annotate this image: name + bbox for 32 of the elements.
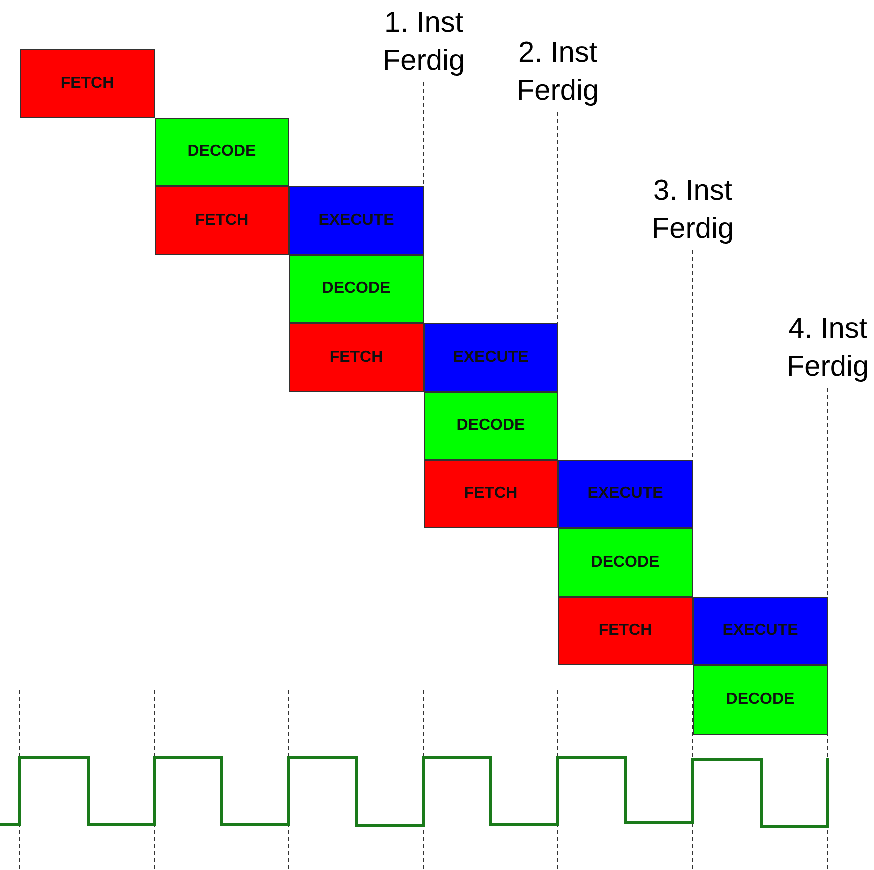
completion-note: 1. Inst Ferdig: [374, 4, 474, 80]
stage-box: [20, 49, 155, 118]
stage-label: DECODE: [456, 417, 526, 435]
stage-box: [558, 528, 693, 597]
stage-box: [289, 255, 424, 323]
stage-label: EXECUTE: [588, 485, 664, 503]
completion-note: 2. Inst Ferdig: [508, 34, 608, 110]
stage-box: [558, 597, 693, 665]
stage-box: [155, 118, 289, 186]
stage-label: FETCH: [195, 212, 249, 230]
stage-label: EXECUTE: [722, 622, 798, 640]
stage-box: [424, 392, 558, 460]
stage-label: FETCH: [464, 485, 518, 503]
stage-box: [155, 186, 289, 255]
completion-note: 4. Inst Ferdig: [778, 310, 874, 386]
completion-note: 3. Inst Ferdig: [643, 172, 743, 248]
stage-label: DECODE: [726, 691, 795, 709]
stage-label: DECODE: [322, 280, 391, 298]
stage-box: [289, 186, 424, 255]
stage-box: [693, 597, 828, 665]
stage-box: [693, 665, 828, 735]
stage-label: DECODE: [188, 143, 256, 161]
stage-label: EXECUTE: [453, 348, 529, 366]
stage-box: [558, 460, 693, 528]
stage-label: FETCH: [598, 622, 652, 640]
stage-label: EXECUTE: [318, 212, 394, 230]
stage-label: DECODE: [591, 554, 660, 572]
stage-box: [289, 323, 424, 392]
stage-box: [424, 323, 558, 392]
stage-label: FETCH: [330, 348, 384, 366]
stage-box: [424, 460, 558, 528]
stage-label: FETCH: [60, 74, 114, 92]
